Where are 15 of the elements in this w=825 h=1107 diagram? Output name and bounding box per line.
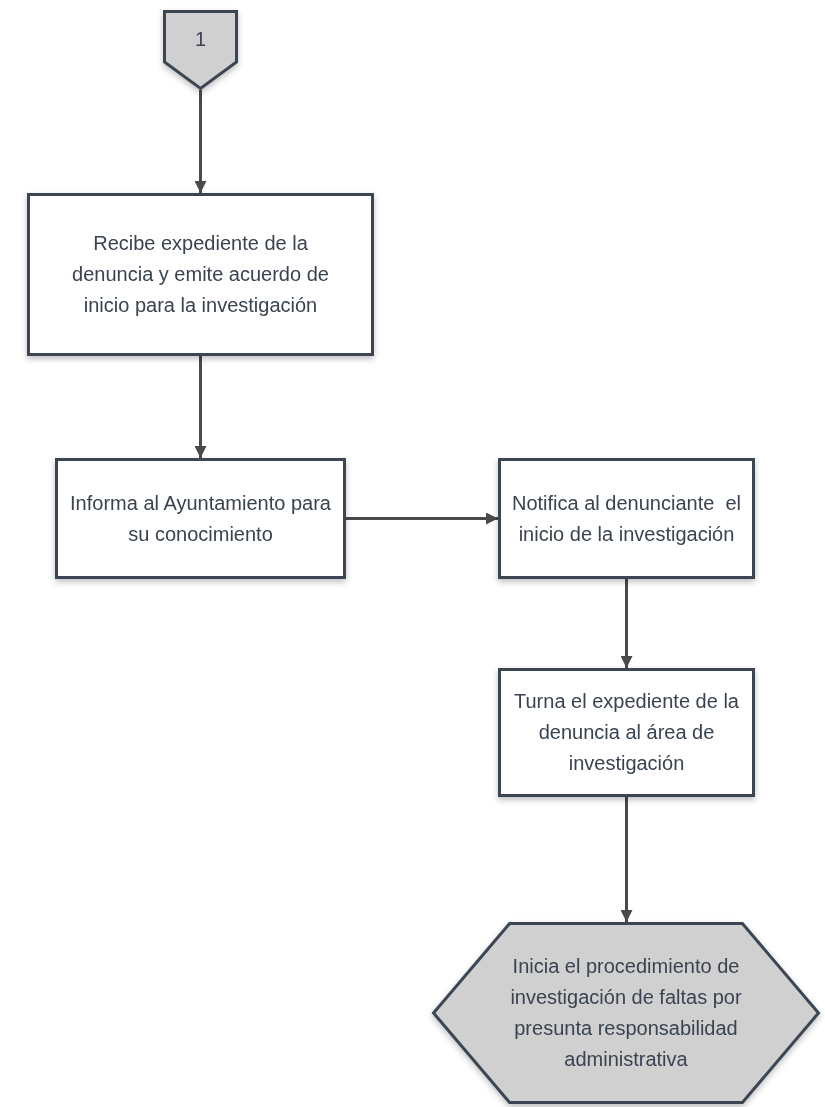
step-text: Informa al Ayuntamiento para su conocimiento (69, 490, 332, 547)
process-box (498, 458, 755, 579)
step-text: Turna el expediente de la denuncia al área de investigación (513, 689, 740, 776)
arrow (194, 356, 207, 458)
step-text: Inicia el procedimiento de investigación de faltas por presunta responsabilidad administrativa (509, 954, 743, 1072)
arrow (620, 797, 633, 922)
process-box (498, 668, 755, 797)
arrow (346, 512, 498, 525)
step-text: Notifica al denunciante el inicio de la investigación (511, 490, 742, 547)
process-box (55, 458, 346, 579)
arrow (194, 90, 207, 193)
process-box (27, 193, 374, 356)
connector-number: 1 (194, 26, 207, 52)
arrow (620, 579, 633, 668)
step-text: Recibe expediente de la denuncia y emite acuerdo de inicio para la investigación (71, 231, 330, 318)
